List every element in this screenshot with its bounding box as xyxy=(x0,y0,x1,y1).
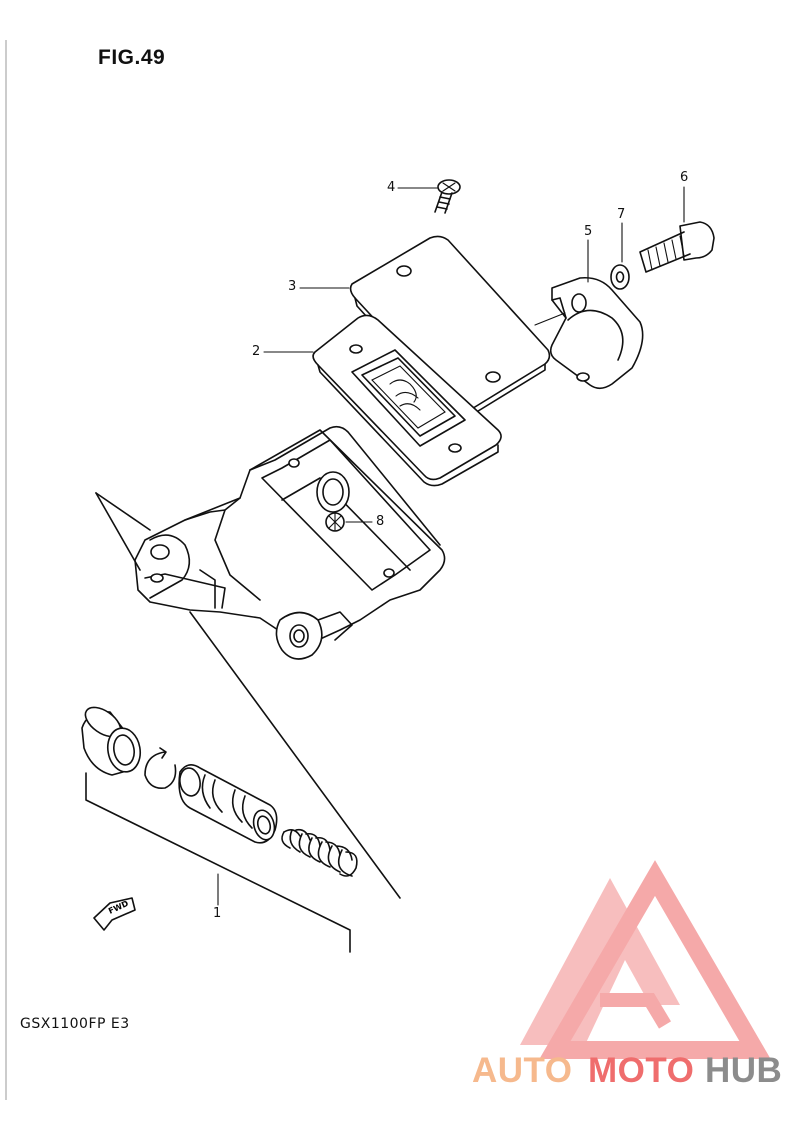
callout-2: 2 xyxy=(252,344,261,359)
callout-1: 1 xyxy=(213,906,222,921)
callout-3: 3 xyxy=(288,279,297,294)
forward-arrow-icon: FWD xyxy=(93,897,136,931)
watermark-part-auto: AUTO xyxy=(472,1051,573,1090)
part-6-bolt xyxy=(639,221,715,273)
part-1-piston-kit xyxy=(81,706,358,953)
watermark-part-hub: HUB xyxy=(705,1051,782,1090)
figure-title: FIG.49 xyxy=(98,46,166,69)
part-8-boot xyxy=(325,512,345,532)
callout-6: 6 xyxy=(680,170,689,185)
callout-5: 5 xyxy=(584,224,593,239)
part-7-washer xyxy=(610,264,630,290)
part-2-diaphragm xyxy=(312,314,502,487)
watermark-logo-icon xyxy=(520,860,771,1059)
callout-7: 7 xyxy=(617,207,626,222)
watermark-text: AUTO MOTO HUB xyxy=(472,1051,782,1090)
part-5-clamp xyxy=(549,276,644,390)
spring-icon xyxy=(281,828,358,877)
callout-4: 4 xyxy=(387,180,396,195)
model-code-label: GSX1100FP E3 xyxy=(20,1016,130,1032)
callout-8: 8 xyxy=(376,514,385,529)
watermark-part-moto: MOTO xyxy=(588,1051,694,1090)
part-4-screw xyxy=(434,179,461,214)
master-cylinder-body xyxy=(134,425,446,660)
